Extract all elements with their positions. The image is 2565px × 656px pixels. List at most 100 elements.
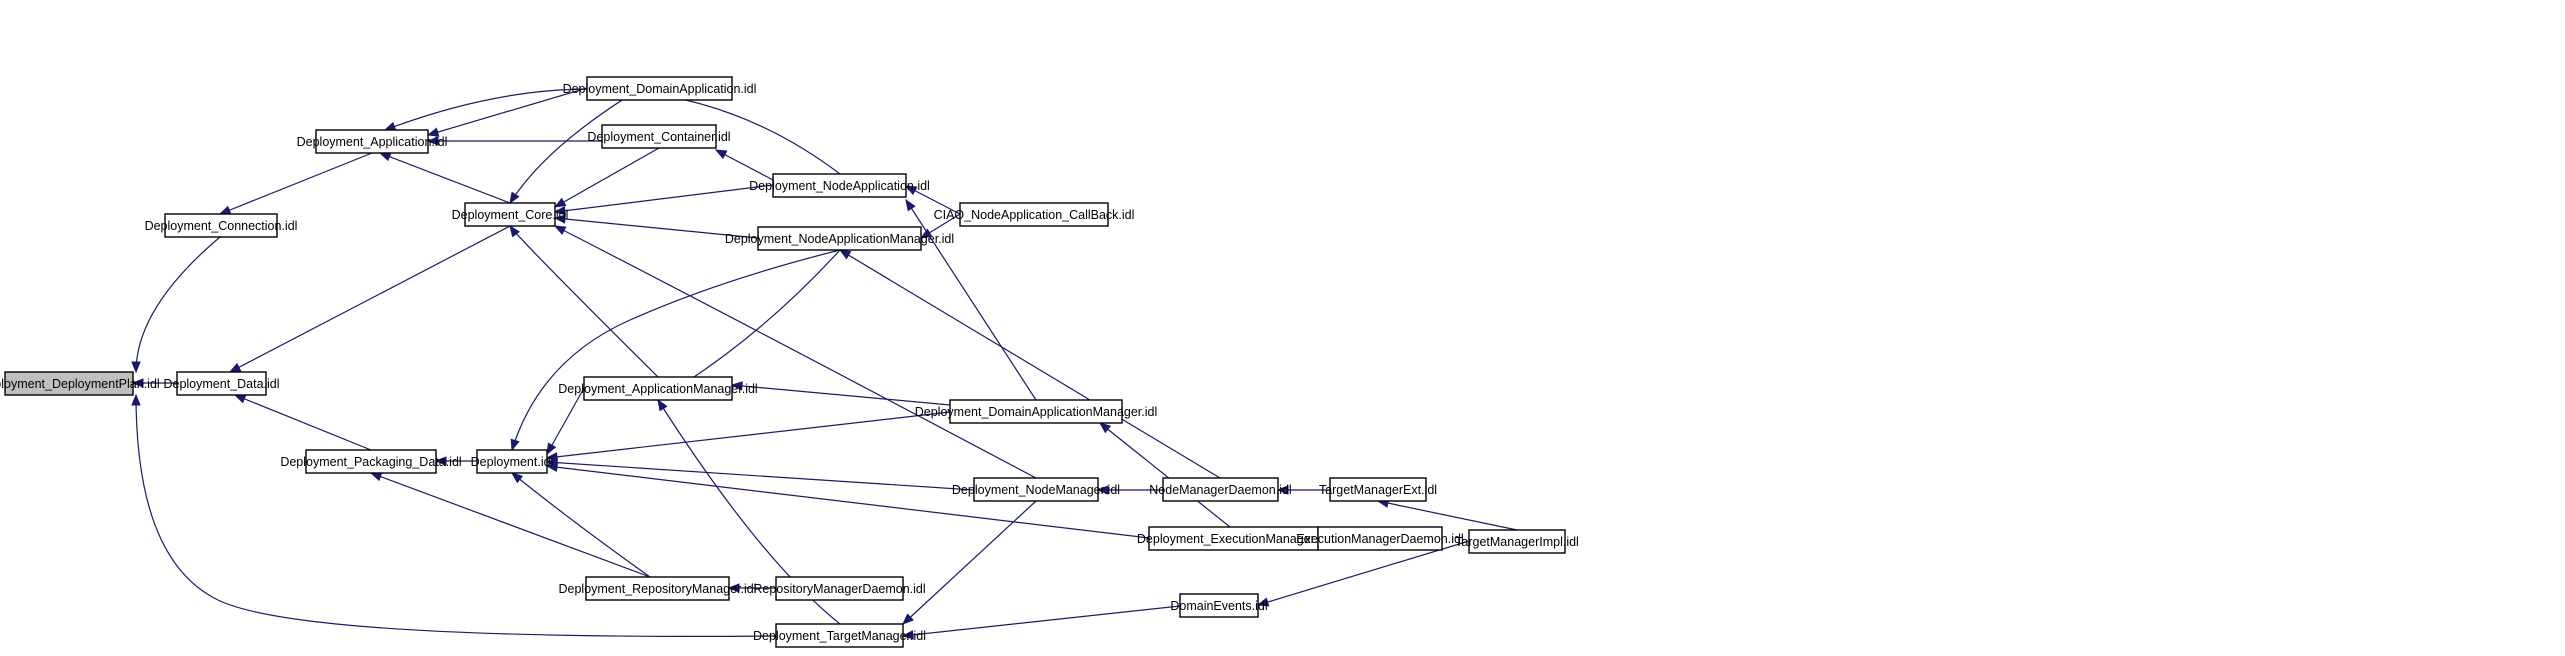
node-box[interactable] — [949, 399, 1123, 424]
node-appmgr[interactable]: Deployment_ApplicationManager.idl — [558, 376, 758, 401]
node-plan[interactable]: Deployment_DeploymentPlan.idl — [0, 371, 160, 396]
edge-execmgr-to-deployment — [545, 462, 1150, 539]
edge-targetmgr-to-appmgr — [657, 398, 841, 625]
node-data[interactable]: Deployment_Data.idl — [163, 371, 280, 396]
node-box[interactable] — [176, 371, 267, 396]
node-box[interactable] — [757, 226, 922, 251]
edge-domainappmgr-to-deployment — [545, 411, 951, 462]
node-packaging[interactable]: Deployment_Packaging_Data.idl — [280, 449, 462, 474]
node-execmgr[interactable]: Deployment_ExecutionManager.idl — [1137, 526, 1330, 551]
arrowhead — [131, 378, 144, 388]
node-box[interactable] — [775, 576, 904, 601]
edge-line — [554, 217, 759, 239]
node-box[interactable] — [164, 213, 278, 238]
node-repodaemon[interactable]: RepositoryManagerDaemon.idl — [753, 576, 926, 601]
node-label: Deployment_Application.idl — [297, 135, 448, 149]
arrowhead — [838, 249, 852, 260]
node-box[interactable] — [585, 576, 730, 601]
edge-nodeappmgr-to-core — [553, 214, 759, 239]
arrowhead — [228, 362, 242, 373]
arrowhead — [553, 214, 566, 224]
node-label: ExecutionManagerDaemon.idl — [1296, 532, 1463, 546]
node-label: Deployment_ExecutionManager.idl — [1137, 532, 1330, 546]
edge-line — [234, 394, 372, 451]
node-emdaemon[interactable]: ExecutionManagerDaemon.idl — [1296, 526, 1464, 551]
node-deployment[interactable]: Deployment.idl — [471, 449, 554, 474]
node-box[interactable] — [601, 124, 717, 149]
node-repomgr[interactable]: Deployment_RepositoryManager.idl — [558, 576, 757, 601]
node-label: RepositoryManagerDaemon.idl — [753, 582, 925, 596]
edge-line — [902, 605, 1181, 637]
node-box[interactable] — [772, 173, 907, 198]
node-domainapp[interactable]: Deployment_DomainApplication.idl — [563, 76, 757, 101]
node-nodeapp[interactable]: Deployment_NodeApplication.idl — [749, 173, 930, 198]
arrowhead — [509, 191, 520, 205]
edge-tmext-to-nmdaemon — [1276, 485, 1330, 495]
node-box[interactable] — [583, 376, 733, 401]
edge-container-to-application — [426, 136, 602, 146]
arrowhead — [383, 121, 397, 131]
arrowhead — [233, 394, 247, 404]
node-domainevents[interactable]: DomainEvents.idl — [1170, 593, 1268, 618]
node-box[interactable] — [1468, 529, 1566, 554]
node-box[interactable] — [1162, 477, 1279, 502]
node-box[interactable] — [1317, 526, 1443, 551]
arrowhead — [426, 136, 439, 146]
node-box[interactable] — [315, 129, 429, 154]
node-application[interactable]: Deployment_Application.idl — [297, 129, 448, 154]
node-domainappmgr[interactable]: Deployment_DomainApplicationManager.idl — [915, 399, 1158, 424]
node-box[interactable] — [1329, 477, 1427, 502]
edge-line — [219, 152, 373, 215]
node-tmext[interactable]: TargetManagerExt.idl — [1319, 477, 1437, 502]
edge-line — [554, 225, 1037, 479]
node-nodeappmgr[interactable]: Deployment_NodeApplicationManager.idl — [725, 226, 954, 251]
edges-layer — [131, 76, 1518, 640]
node-box[interactable] — [775, 623, 904, 648]
node-box[interactable] — [4, 371, 134, 396]
edge-nodeapp-to-core — [553, 184, 774, 216]
node-ciao[interactable]: CIAO_NodeApplication_CallBack.idl — [934, 202, 1135, 227]
arrowhead — [546, 442, 557, 456]
arrowhead — [553, 197, 567, 208]
node-label: Deployment_ApplicationManager.idl — [558, 382, 757, 396]
node-tmimpl[interactable]: TargetManagerImpl.idl — [1455, 529, 1579, 554]
node-box[interactable] — [1179, 593, 1259, 618]
node-box[interactable] — [586, 76, 733, 101]
edge-line — [511, 249, 841, 451]
node-label: Deployment_NodeManager.idl — [952, 483, 1120, 497]
edge-ciao-to-nodeappmgr — [919, 213, 961, 239]
node-box[interactable] — [959, 202, 1109, 227]
edge-line — [546, 387, 585, 455]
node-targetmgr[interactable]: Deployment_TargetManager.idl — [753, 623, 926, 648]
node-label: NodeManagerDaemon.idl — [1149, 483, 1291, 497]
arrowhead — [434, 456, 447, 466]
node-box[interactable] — [464, 202, 556, 227]
node-core[interactable]: Deployment_Core.idl — [452, 202, 569, 227]
arrowhead — [902, 613, 914, 625]
edge-nodeappmgr-to-deployment — [510, 249, 841, 452]
edge-core-to-data — [228, 225, 511, 373]
arrowhead — [131, 393, 141, 406]
node-box[interactable] — [305, 449, 437, 474]
node-connection[interactable]: Deployment_Connection.idl — [145, 213, 298, 238]
arrowhead — [426, 127, 440, 137]
edge-line — [554, 147, 660, 208]
arrowhead — [378, 152, 392, 162]
arrowhead — [545, 462, 558, 472]
edge-nodemgr-to-targetmgr — [902, 500, 1037, 625]
arrowhead — [369, 472, 383, 482]
edge-ciao-to-nodeapp — [904, 185, 961, 215]
edge-line — [731, 384, 951, 406]
node-label: Deployment_Core.idl — [452, 208, 569, 222]
node-nmdaemon[interactable]: NodeManagerDaemon.idl — [1149, 477, 1292, 502]
node-box[interactable] — [973, 477, 1099, 502]
arrowhead — [553, 206, 566, 216]
node-box[interactable] — [476, 449, 548, 474]
edge-appmgr-to-core — [509, 224, 659, 378]
arrowhead — [727, 583, 740, 593]
node-label: Deployment_DomainApplicationManager.idl — [915, 405, 1158, 419]
node-nodemgr[interactable]: Deployment_NodeManager.idl — [952, 477, 1120, 502]
edge-targetmgr-to-plan — [131, 393, 777, 637]
node-container[interactable]: Deployment_Container.idl — [587, 124, 731, 149]
